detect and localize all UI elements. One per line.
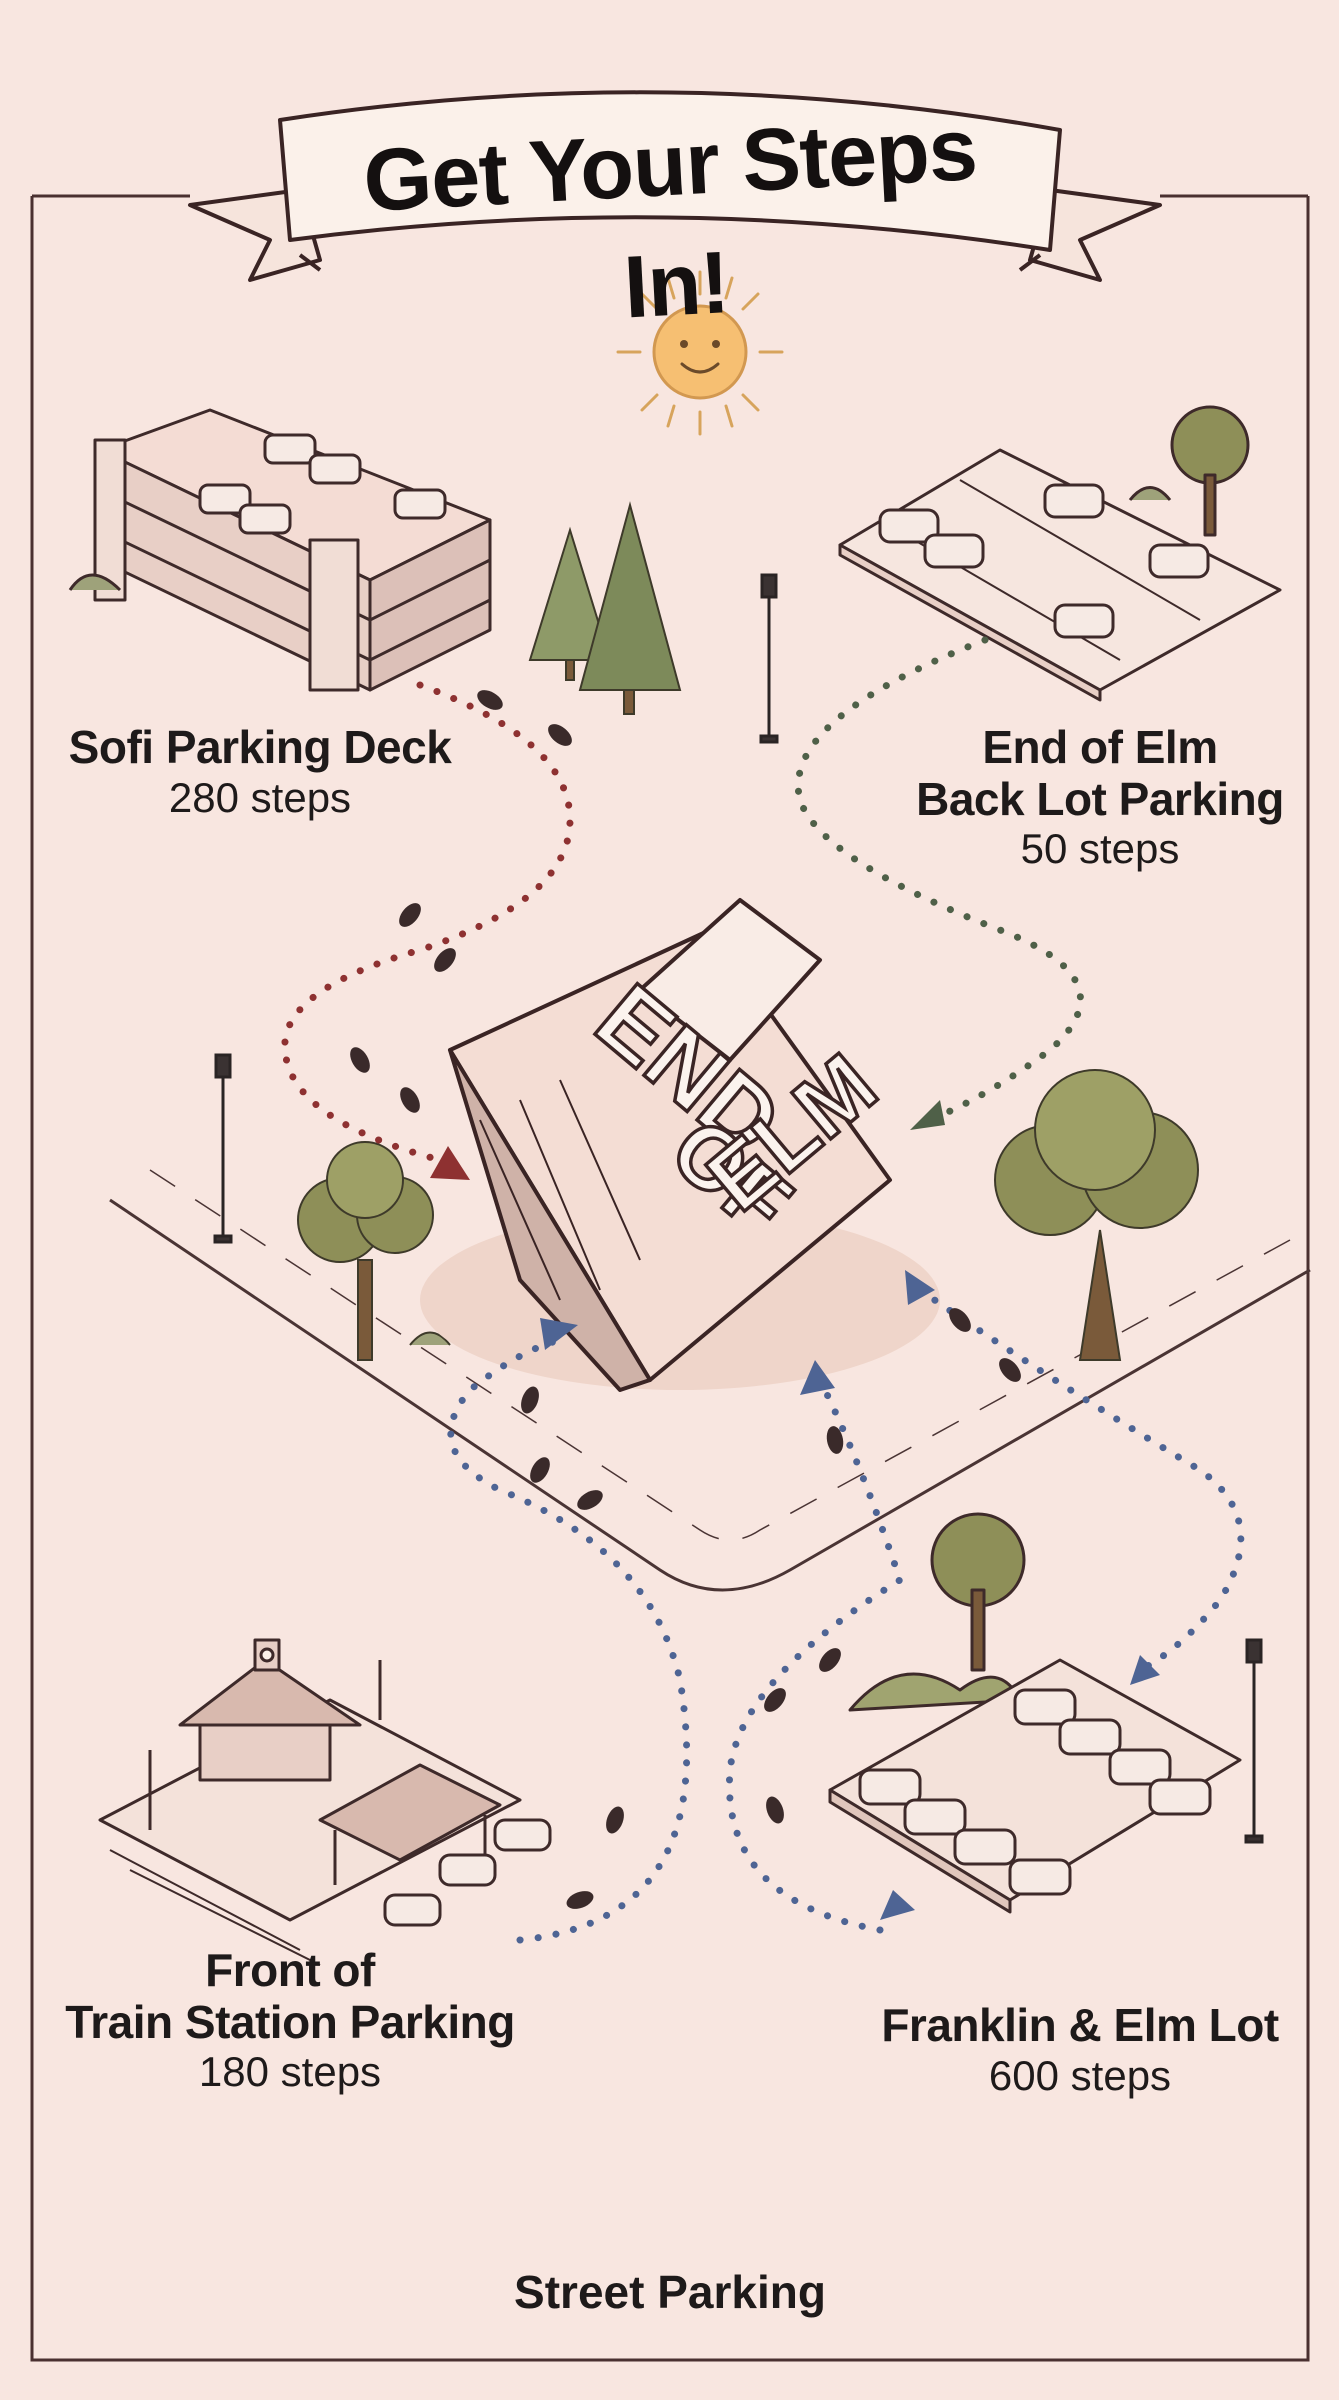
- location-label-train-station: Front of Train Station Parking 180 steps: [40, 1944, 540, 2096]
- page-border: [30, 194, 1310, 2362]
- pine-trees-illustration: [528, 501, 682, 715]
- location-steps: 50 steps: [1020, 825, 1180, 873]
- location-name-line2: Train Station Parking: [65, 1995, 515, 2048]
- arrow-icon: [800, 1360, 835, 1395]
- street-roads: [109, 1169, 1311, 1592]
- location-name-line1: Front of: [205, 1944, 375, 1996]
- route-train-station: [447, 1336, 691, 1944]
- arrow-icon: [905, 1270, 935, 1305]
- sun-icon: [616, 270, 784, 436]
- footprints-icon: [350, 690, 1021, 1909]
- location-label-back-lot: End of Elm Back Lot Parking 50 steps: [880, 721, 1320, 873]
- path-arrows: [430, 1100, 1160, 1920]
- lamp-post-icon: [213, 1053, 233, 1244]
- location-name: Franklin & Elm Lot: [881, 1999, 1279, 2051]
- location-label-sofi-deck: Sofi Parking Deck 280 steps: [50, 721, 470, 821]
- location-name-line2: Back Lot Parking: [916, 772, 1284, 825]
- location-steps: 600 steps: [988, 2051, 1172, 2099]
- location-name-line1: End of Elm: [982, 721, 1218, 773]
- arrow-icon: [910, 1100, 945, 1130]
- walking-paths: [281, 636, 1245, 1944]
- arrow-icon: [1130, 1655, 1160, 1685]
- back-lot-illustration: [838, 405, 1282, 702]
- tree-icon: [994, 1069, 1199, 1361]
- route-street: [916, 1286, 1245, 1674]
- location-label-franklin-lot: Franklin & Elm Lot 600 steps: [860, 1999, 1300, 2099]
- route-sofi-deck: [281, 681, 574, 1164]
- lamp-post-icon: [759, 573, 779, 744]
- location-steps: 180 steps: [198, 2048, 382, 2096]
- arrow-icon: [430, 1146, 470, 1180]
- parking-deck-illustration: [68, 408, 492, 692]
- location-steps: 280 steps: [168, 773, 352, 821]
- franklin-lot-illustration: [828, 1512, 1242, 1914]
- lamp-post-icon: [1244, 1638, 1264, 1844]
- train-station-illustration: [98, 1638, 552, 1966]
- street-parking-label: Street Parking: [514, 2266, 826, 2318]
- route-franklin-lot: [725, 1376, 905, 1934]
- arrow-icon: [880, 1890, 915, 1920]
- end-of-elm-monument: [420, 898, 940, 1392]
- arrow-icon: [540, 1318, 578, 1350]
- title-banner: [188, 90, 1162, 282]
- location-name: Sofi Parking Deck: [68, 721, 452, 773]
- tree-icon: [297, 1141, 451, 1361]
